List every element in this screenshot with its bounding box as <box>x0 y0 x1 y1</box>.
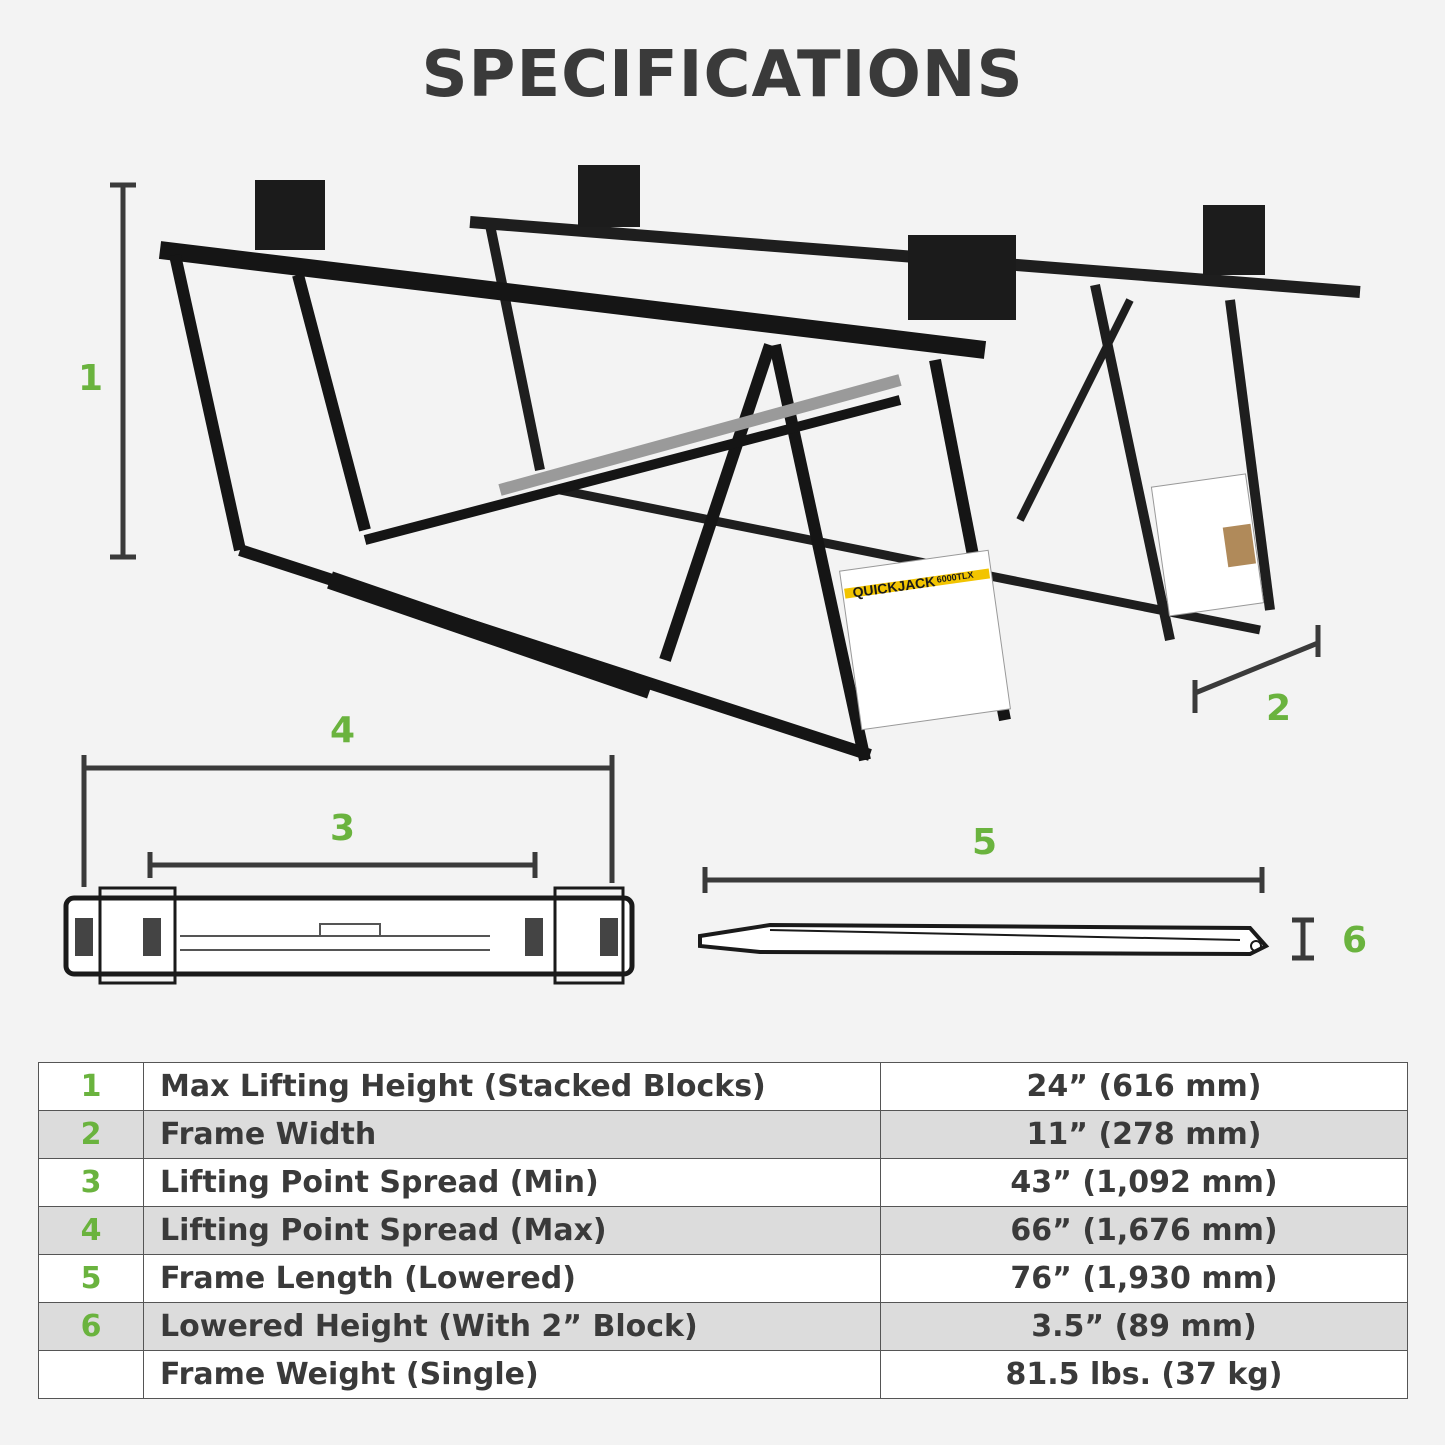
table-row: 1 Max Lifting Height (Stacked Blocks) 24… <box>38 1062 1408 1111</box>
spec-number: 6 <box>38 1302 144 1351</box>
spec-number <box>38 1350 144 1399</box>
dimension-line-4 <box>81 755 615 887</box>
spec-value: 11” (278 mm) <box>880 1110 1408 1159</box>
spec-number: 1 <box>38 1062 144 1111</box>
specs-table: 1 Max Lifting Height (Stacked Blocks) 24… <box>38 1062 1408 1399</box>
side-view-frame <box>698 922 1270 957</box>
dimension-label-3: 3 <box>330 808 356 849</box>
table-row: 3 Lifting Point Spread (Min) 43” (1,092 … <box>38 1158 1408 1207</box>
dimension-line-3 <box>147 852 538 878</box>
dimension-label-2: 2 <box>1266 688 1292 729</box>
spec-number: 5 <box>38 1254 144 1303</box>
lift-illustration: QUICKJACK 6000TLX <box>63 165 1361 985</box>
hydraulic-cylinder <box>498 374 902 496</box>
table-row: 4 Lifting Point Spread (Max) 66” (1,676 … <box>38 1206 1408 1255</box>
front-block-left <box>255 180 325 250</box>
back-block-right <box>1203 205 1265 275</box>
spec-value: 43” (1,092 mm) <box>880 1158 1408 1207</box>
spec-label: Frame Width <box>143 1110 881 1159</box>
dimension-label-5: 5 <box>972 822 998 863</box>
dimension-label-6: 6 <box>1342 920 1368 961</box>
spec-number: 2 <box>38 1110 144 1159</box>
back-block-left <box>578 165 640 227</box>
dimension-label-4: 4 <box>330 710 356 751</box>
spec-value: 3.5” (89 mm) <box>880 1302 1408 1351</box>
spec-label: Frame Length (Lowered) <box>143 1254 881 1303</box>
spec-label: Max Lifting Height (Stacked Blocks) <box>143 1062 881 1111</box>
spec-label: Lifting Point Spread (Min) <box>143 1158 881 1207</box>
spec-label: Lowered Height (With 2” Block) <box>143 1302 881 1351</box>
spec-label: Frame Weight (Single) <box>143 1350 881 1399</box>
dimension-line-1 <box>110 182 136 560</box>
front-frame <box>158 241 1011 762</box>
spec-value: 66” (1,676 mm) <box>880 1206 1408 1255</box>
table-row: 2 Frame Width 11” (278 mm) <box>38 1110 1408 1159</box>
spec-label: Lifting Point Spread (Max) <box>143 1206 881 1255</box>
front-block-right <box>908 235 1016 320</box>
spec-value: 76” (1,930 mm) <box>880 1254 1408 1303</box>
back-warning-label <box>1150 473 1265 617</box>
dimension-line-2 <box>1192 625 1321 713</box>
table-row: 5 Frame Length (Lowered) 76” (1,930 mm) <box>38 1254 1408 1303</box>
front-warning-label: QUICKJACK 6000TLX <box>839 549 1011 731</box>
top-view-frame <box>63 886 635 985</box>
spec-number: 3 <box>38 1158 144 1207</box>
dimension-line-6 <box>1292 917 1314 961</box>
dimension-line-5 <box>702 867 1265 893</box>
table-row: 6 Lowered Height (With 2” Block) 3.5” (8… <box>38 1302 1408 1351</box>
spec-number: 4 <box>38 1206 144 1255</box>
page-title: SPECIFICATIONS <box>421 38 1024 112</box>
table-row: Frame Weight (Single) 81.5 lbs. (37 kg) <box>38 1350 1408 1399</box>
spec-value: 81.5 lbs. (37 kg) <box>880 1350 1408 1399</box>
dimension-label-1: 1 <box>78 358 104 399</box>
spec-value: 24” (616 mm) <box>880 1062 1408 1111</box>
